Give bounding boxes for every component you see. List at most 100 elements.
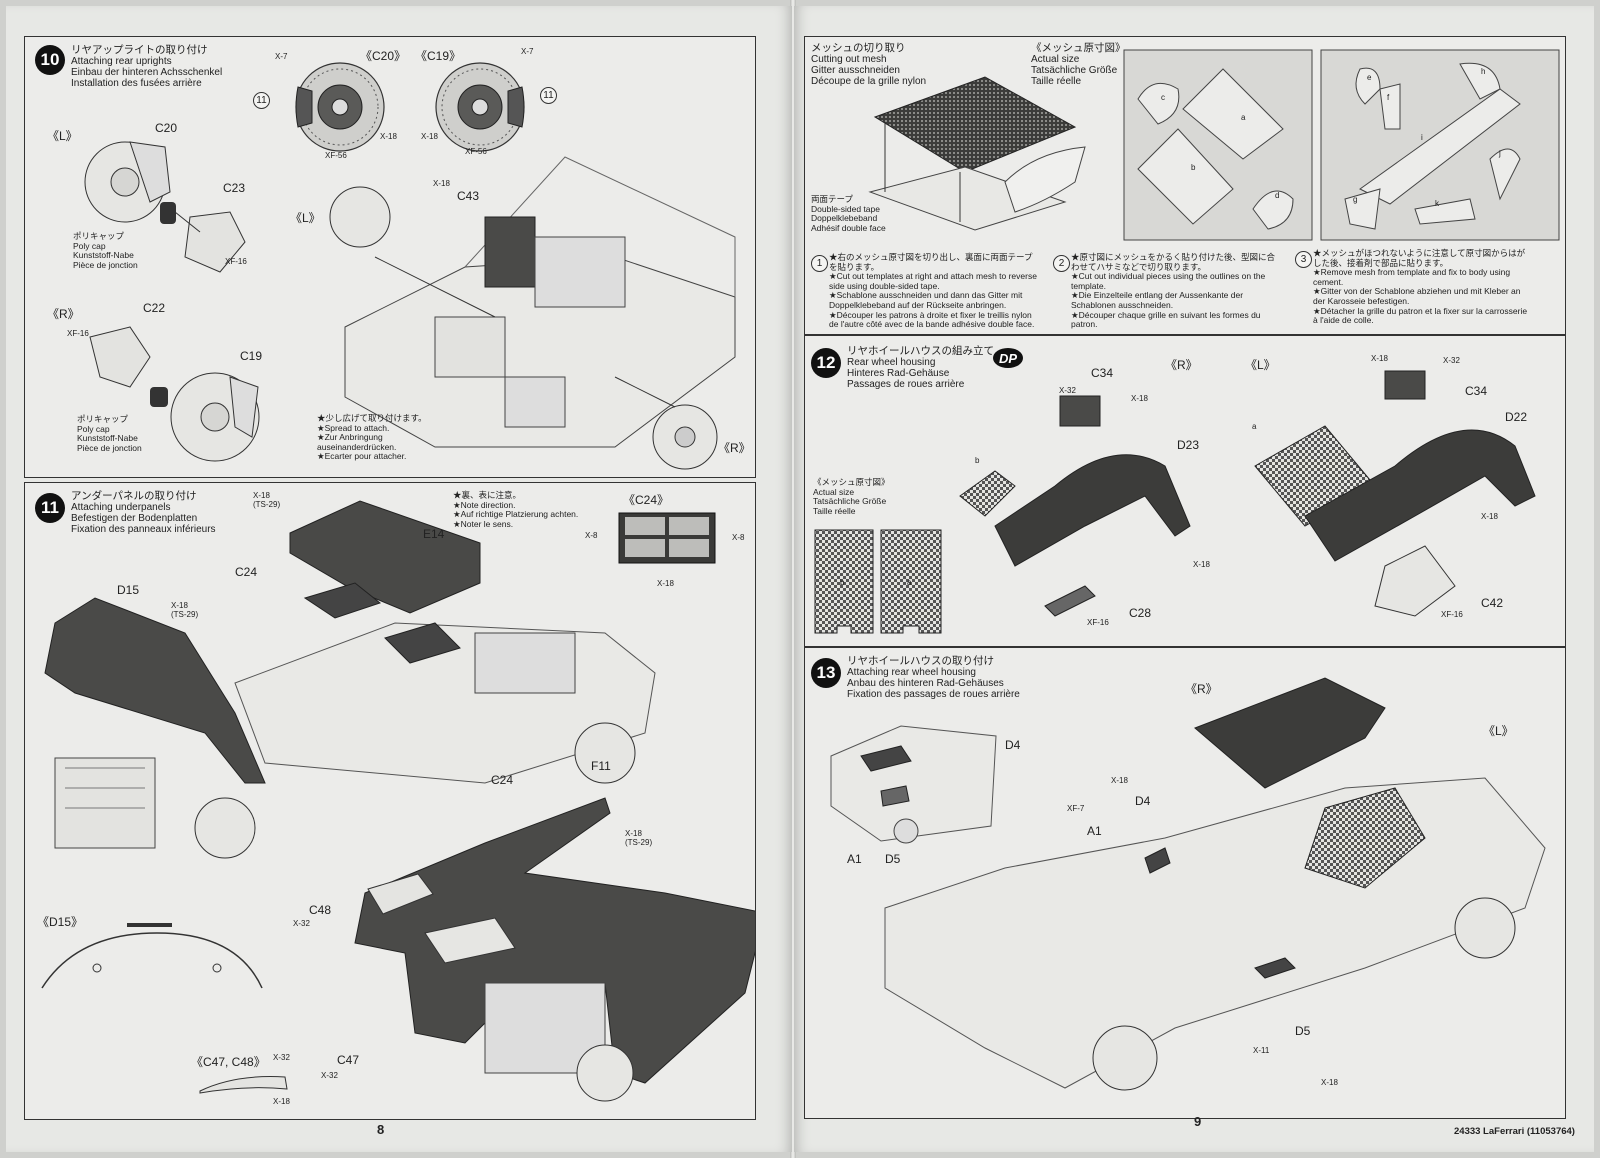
step-number: 10: [35, 45, 65, 75]
panel-f11-illustration: [354, 797, 755, 1102]
title-jp: リヤアップライトの取り付け: [71, 44, 208, 56]
label-x32a: X-32: [1059, 386, 1076, 395]
text: Tatsächliche Größe: [813, 496, 887, 507]
label-right: 《R》: [47, 307, 80, 321]
piece-f: f: [1387, 93, 1390, 102]
detail-inset-illustration: [830, 725, 997, 844]
text: ★Ecarter pour attacher.: [317, 451, 407, 462]
title-jp: リヤホイールハウスの組み立て: [847, 345, 994, 357]
text: ★Gitter von der Schablone abziehen und m…: [1313, 286, 1521, 306]
label-a: a: [1252, 422, 1257, 431]
label-a1b: A1: [1087, 824, 1102, 838]
footer-code: 24333 LaFerrari (11053764): [1454, 1126, 1575, 1137]
label-ts29b: (TS-29): [171, 610, 199, 619]
label-r: 《R》: [1185, 682, 1218, 696]
text: Taille réelle: [813, 505, 856, 516]
mesh-panel: メッシュの切り取り Cutting out mesh Gitter aussch…: [804, 36, 1566, 335]
dp-badge: DP: [993, 348, 1023, 368]
housing-d22-illustration: [1254, 370, 1536, 617]
label-d5a: D5: [885, 852, 901, 866]
piece-e: e: [1367, 73, 1372, 82]
chassis-illustration-step11: [234, 582, 656, 784]
text: auseinanderdrücken.: [317, 441, 397, 452]
step-11-panel: 11 アンダーパネルの取り付け Attaching underpanels Be…: [24, 482, 756, 1120]
title-en: Attaching rear wheel housing: [847, 667, 976, 678]
step-number: 11: [35, 493, 65, 523]
label-x18b: X-18: [421, 132, 438, 141]
step-13-panel: 13 リヤホイールハウスの取り付け Attaching rear wheel h…: [804, 647, 1566, 1119]
title-de: Hinteres Rad-Gehäuse: [847, 368, 950, 379]
template-e-to-k: [1320, 49, 1560, 241]
radiator-illustration: [54, 757, 256, 859]
label-x18: X-18: [1111, 776, 1128, 785]
title-jp: アンダーパネルの取り付け: [71, 490, 197, 502]
text: ★Die Einzelteile entlang der Aussenkante…: [1071, 290, 1244, 310]
text: Double-sided tape: [811, 203, 880, 214]
label-x18d: X-18: [273, 1097, 290, 1106]
text: ポリキャップ: [77, 414, 129, 424]
piece-d: d: [1275, 191, 1280, 200]
label-xf16a: XF-16: [225, 257, 247, 266]
label-c22: C22: [143, 301, 166, 315]
label-r: 《R》: [1165, 358, 1198, 372]
page-number-left: 8: [377, 1122, 385, 1137]
label-c34b: C34: [1465, 384, 1488, 398]
size-fr: Taille réelle: [1031, 76, 1082, 87]
direction-note: ★裏、表に注意。 ★Note direction. ★Auf richtige …: [453, 490, 578, 529]
instruction-3: ★メッシュがほつれないように注意して原寸図からはがした後、接着剤で部品に貼ります…: [1313, 248, 1528, 326]
piece-j: j: [1499, 149, 1501, 158]
label-c20: C20: [155, 121, 178, 135]
page-number-right: 9: [1194, 1114, 1202, 1129]
size-jp: 《メッシュ原寸図》: [1031, 42, 1126, 54]
instruction-3-number: 3: [1295, 251, 1312, 268]
step-12-titles: リヤホイールハウスの組み立て Rear wheel housing Hinter…: [847, 345, 994, 391]
text: ★Zur Anbringung: [317, 432, 383, 443]
mesh-sheet-illustration: [868, 76, 1086, 231]
text: Adhésif double face: [811, 222, 886, 233]
label-c34a: C34: [1091, 366, 1114, 380]
d15-detail: [41, 923, 263, 989]
step-13-titles: リヤホイールハウスの取り付け Attaching rear wheel hous…: [847, 655, 1020, 701]
label-c19-top: 《C19》: [415, 49, 462, 63]
label-d22: D22: [1505, 410, 1528, 424]
step-12-panel: 12 リヤホイールハウスの組み立て Rear wheel housing Hin…: [804, 335, 1566, 647]
label-c28: C28: [1129, 606, 1152, 620]
label-c47: C47: [337, 1053, 360, 1067]
text: ★Détacher la grille du patron et la fixe…: [1313, 305, 1528, 326]
title-fr: Fixation des panneaux inférieurs: [71, 524, 216, 535]
text: ★原寸図にメッシュをかるく貼り付けた後、型図に合わせてハサミなどで切り取ります。: [1071, 252, 1276, 272]
text: Actual size: [813, 486, 855, 497]
housing-d23-illustration: [959, 395, 1191, 617]
label-x32b: X-32: [1443, 356, 1460, 365]
text: Doppelklebeband: [811, 213, 878, 224]
text: ポリキャップ: [73, 231, 125, 241]
instruction-2-number: 2: [1053, 255, 1070, 272]
label-ts29c: (TS-29): [625, 838, 653, 847]
template-a-b-c-d: [1123, 49, 1313, 241]
label-xf16b: XF-16: [1441, 610, 1463, 619]
size-en: Actual size: [1031, 54, 1080, 65]
label-xf16a: XF-16: [1087, 618, 1109, 627]
label-left2: 《L》: [290, 211, 321, 225]
brake-disc-c19-illustration: [435, 62, 525, 152]
label-ts29: (TS-29): [253, 500, 281, 509]
label-c43: C43: [457, 189, 480, 203]
label-c48: C48: [309, 903, 332, 917]
panel-d15-illustration: [44, 597, 266, 784]
text: ★Découper chaque grille en suivant les f…: [1071, 309, 1261, 330]
label-d4a: D4: [1005, 738, 1021, 752]
label-e14: E14: [423, 527, 445, 541]
size-de: Tatsächliche Größe: [1031, 65, 1118, 76]
title-en: Rear wheel housing: [847, 357, 936, 368]
page-right: メッシュの切り取り Cutting out mesh Gitter aussch…: [794, 6, 1594, 1152]
label-l: 《L》: [1245, 358, 1276, 372]
text: ★Découper les patrons à droite et fixer …: [829, 309, 1035, 330]
right-upright-illustration: [89, 326, 260, 462]
ref-11-circle: 11: [253, 92, 270, 109]
mesh-b-label: b: [840, 578, 845, 587]
text: ★裏、表に注意。: [453, 490, 522, 500]
step-number: 13: [811, 658, 841, 688]
label-xf16b: XF-16: [67, 329, 89, 338]
text: Kunststoff-Nabe: [77, 433, 138, 444]
title-jp: リヤホイールハウスの取り付け: [847, 655, 994, 667]
